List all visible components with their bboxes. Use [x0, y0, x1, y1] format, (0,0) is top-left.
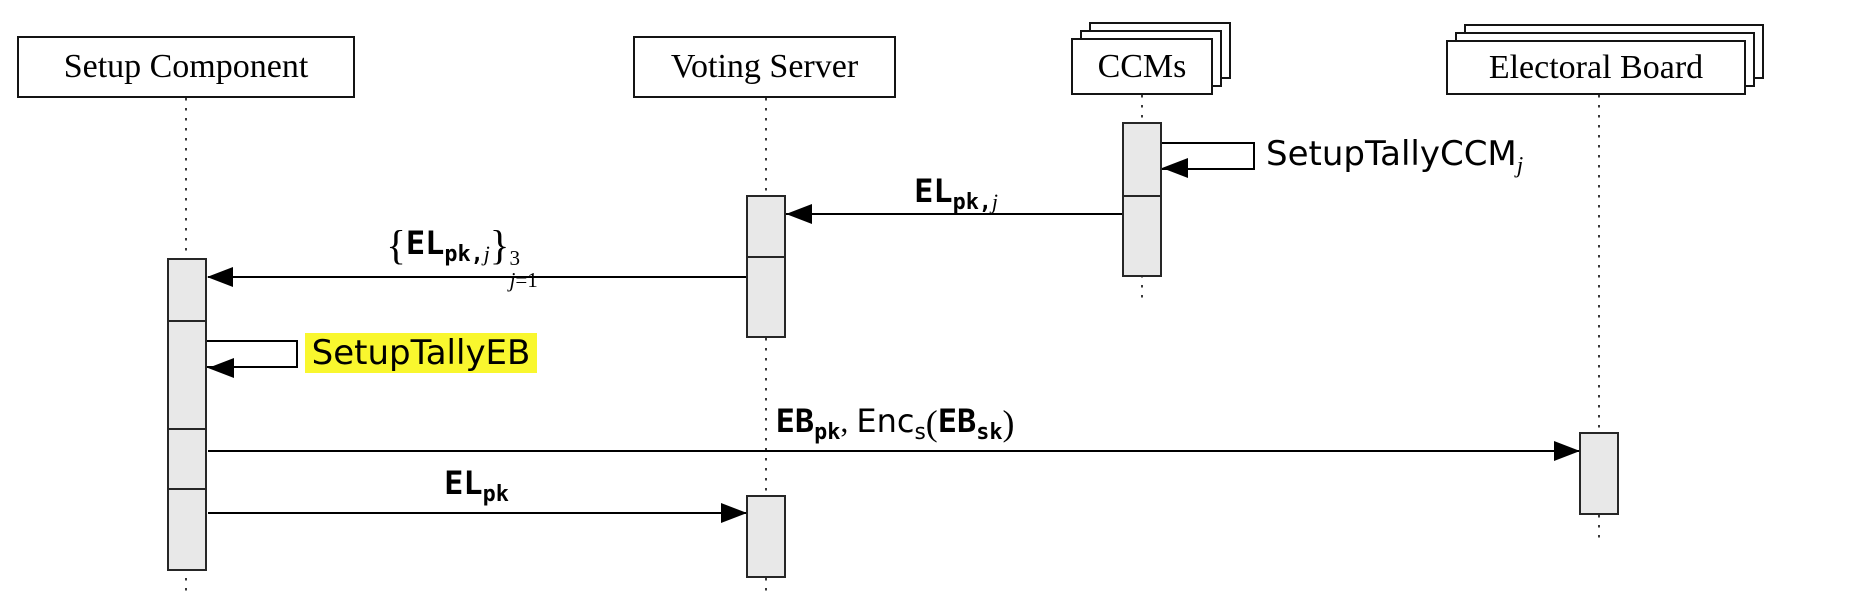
arrowhead-el-pk [721, 503, 747, 523]
message-line-el-pk-set [208, 276, 746, 278]
activation-segment [746, 256, 786, 338]
activation-segment [167, 258, 207, 322]
arrowhead-eb-pk-enc [1554, 441, 1580, 461]
activation-segment [167, 320, 207, 430]
message-label-el-pk-j: ELpk,j [914, 172, 998, 215]
message-line-eb-pk-enc [208, 450, 1579, 452]
activation-segment [746, 495, 786, 578]
activation-setup-component [167, 258, 207, 571]
highlight-setup-tally-eb: SetupTallyEB [305, 333, 537, 373]
activation-segment [746, 195, 786, 258]
activation-segment [1122, 122, 1162, 197]
message-label-eb-pk-enc: EBpk, Encs(EBsk) [775, 402, 1015, 446]
arrowhead-el-pk-set [207, 267, 233, 287]
message-label-setup-tally-ccm: SetupTallyCCMj [1266, 134, 1524, 179]
actor-label-setup-component: Setup Component [63, 48, 309, 85]
arrowhead-setup-tally-ccm [1162, 158, 1188, 178]
message-label-el-pk: ELpk [444, 464, 509, 507]
activation-segment [167, 488, 207, 571]
actor-box-ccms: CCMs [1071, 38, 1213, 95]
activation-segment [167, 428, 207, 490]
arrowhead-el-pk-j [786, 204, 812, 224]
actor-box-voting-server: Voting Server [633, 36, 896, 98]
actor-label-ccms: CCMs [1097, 47, 1187, 85]
message-line-el-pk-j [786, 213, 1122, 215]
activation-segment [1579, 432, 1619, 515]
activation-ccms [1122, 122, 1162, 277]
activation-voting-server-upper [746, 195, 786, 338]
lifeline-electoral-board [1598, 95, 1600, 540]
actor-box-electoral-board: Electoral Board [1446, 40, 1746, 95]
arrowhead-setup-tally-eb [208, 358, 234, 378]
actor-label-electoral-board: Electoral Board [1488, 48, 1704, 86]
actor-label-voting-server: Voting Server [670, 48, 859, 85]
message-line-el-pk [208, 512, 746, 514]
lifeline-voting-server [765, 98, 767, 595]
activation-voting-server-lower [746, 495, 786, 578]
activation-segment [1122, 195, 1162, 277]
actor-box-setup-component: Setup Component [17, 36, 355, 98]
activation-electoral-board [1579, 432, 1619, 515]
